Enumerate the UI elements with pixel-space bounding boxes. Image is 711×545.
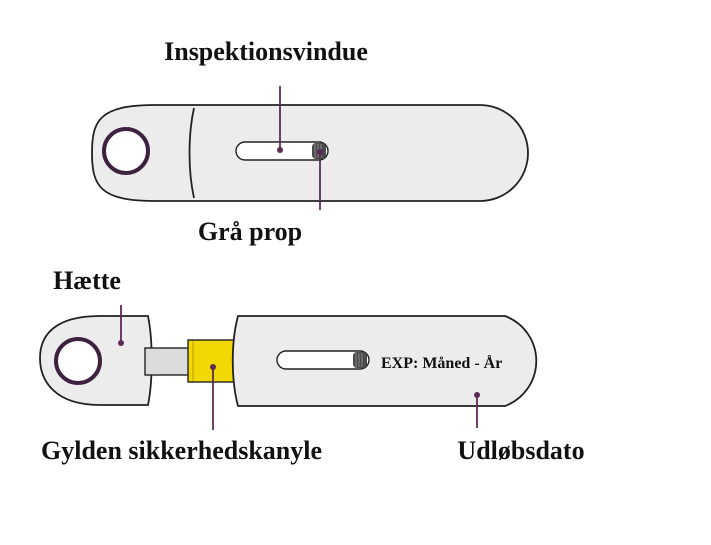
golden-needle-shield xyxy=(187,339,237,383)
assembled-pen xyxy=(91,104,529,202)
label-grey-plunger: Grå prop xyxy=(198,217,302,246)
leader-dot-cap xyxy=(118,340,124,346)
pen-body: EXP: Måned - År xyxy=(231,315,538,407)
needle-hub xyxy=(144,347,190,376)
pen-grey-plunger xyxy=(353,352,367,368)
expiry-print: EXP: Måned - År xyxy=(381,354,502,372)
label-expiry: Udløbsdato xyxy=(457,436,584,465)
leader-dot-golden-needle xyxy=(210,364,216,370)
cap-seam-line xyxy=(188,107,195,199)
leader-dot-grey-plunger xyxy=(317,149,323,155)
cap-ring xyxy=(102,127,150,175)
label-cap: Hætte xyxy=(53,266,121,295)
leader-dot-inspection-window xyxy=(277,147,283,153)
label-golden-needle: Gylden sikkerhedskanyle xyxy=(41,436,322,465)
label-inspection-window: Inspektionsvindue xyxy=(164,37,368,66)
leader-dot-expiry xyxy=(474,392,480,398)
pen-body-shape xyxy=(231,315,538,407)
removed-cap-ring xyxy=(54,337,102,385)
pen-inspection-window xyxy=(276,350,370,370)
removed-cap xyxy=(39,315,153,406)
